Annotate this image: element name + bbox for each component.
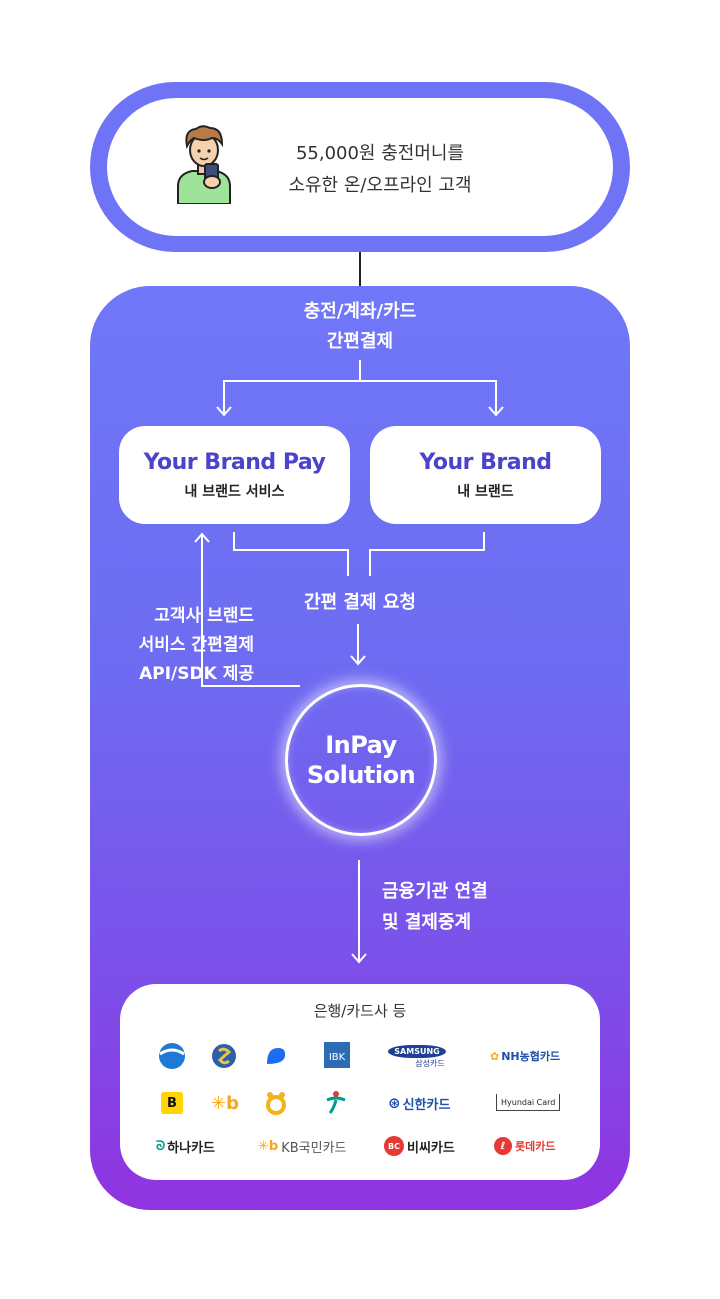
brand-pay-card: Your Brand Pay 내 브랜드 서비스: [119, 426, 350, 524]
shinhan-card-logo: ⊛신한카드: [388, 1092, 450, 1114]
nh-symbol-icon: ✿: [490, 1049, 500, 1063]
customer-line-2: 소유한 온/오프라인 고객: [288, 175, 472, 196]
brand-pay-subtitle: 내 브랜드 서비스: [184, 484, 285, 500]
banks-title: 은행/카드사 등: [313, 1002, 407, 1020]
kakaobank-logo: B: [161, 1092, 183, 1114]
banks-card: 은행/카드사 등 IBK SAMSUNG 삼성카드 ✿NH농협카드 B ✳b ⊛…: [120, 984, 600, 1180]
finance-label: 금융기관 연결 및 결제중계: [382, 876, 488, 938]
payment-methods-line-2: 간편결제: [326, 331, 394, 352]
finance-line-1: 금융기관 연결: [382, 881, 488, 902]
kdb-bank-logo-icon: [159, 1043, 185, 1069]
shinhan-card-text: 신한카드: [402, 1097, 451, 1113]
hana-card-symbol-icon: ᘐ: [156, 1138, 166, 1154]
provide-label: 고객사 브랜드 서비스 간편결제 API/SDK 제공: [100, 602, 254, 689]
request-label: 간편 결제 요청: [304, 592, 416, 613]
solution-line-2: Solution: [306, 761, 416, 789]
customer-line-1: 55,000원 충전머니를: [295, 143, 465, 164]
customer-description: 55,000원 충전머니를 소유한 온/오프라인 고객: [250, 138, 510, 202]
provide-line-3: API/SDK 제공: [139, 664, 254, 684]
samsung-card-text: 삼성카드: [415, 1059, 445, 1068]
kb-card-text: KB국민카드: [281, 1140, 347, 1156]
toss-bank-logo-icon: [267, 1048, 286, 1064]
kb-star-logo-icon: ✳b: [211, 1092, 239, 1114]
brand-subtitle: 내 브랜드: [457, 484, 514, 500]
shinhan-symbol-icon: ⊛: [388, 1094, 401, 1112]
payment-methods-line-1: 충전/계좌/카드: [303, 301, 417, 322]
bc-card-text: 비씨카드: [407, 1140, 455, 1156]
finance-line-2: 및 결제중계: [382, 912, 472, 933]
customer-avatar-icon: [177, 125, 231, 204]
lotte-card-text: 롯데카드: [515, 1140, 556, 1153]
solution-line-1: InPay: [325, 731, 397, 759]
hana-bank-logo-icon: [326, 1091, 346, 1114]
kb-card-symbol-icon: ✳b: [258, 1138, 279, 1154]
nh-card-logo: ✿NH농협카드: [490, 1046, 560, 1066]
hana-card-text: 하나카드: [167, 1140, 215, 1156]
ibk-bank-logo-icon: IBK: [324, 1042, 350, 1068]
brand-card: Your Brand 내 브랜드: [370, 426, 601, 524]
bc-symbol-icon: BC: [384, 1136, 404, 1156]
nh-card-text: NH농협카드: [501, 1050, 561, 1063]
provide-line-1: 고객사 브랜드: [154, 606, 254, 626]
hyundai-card-logo: Hyundai Card: [496, 1094, 561, 1111]
brand-title: Your Brand: [419, 450, 552, 475]
payment-methods-label: 충전/계좌/카드 간편결제: [260, 297, 460, 357]
samsung-card-logo: SAMSUNG 삼성카드: [386, 1040, 448, 1074]
brand-pay-title: Your Brand Pay: [143, 450, 326, 475]
connector-line: [359, 252, 361, 288]
samsung-wordmark: SAMSUNG: [388, 1045, 446, 1058]
woori-logo-icon: [266, 1092, 286, 1115]
inpay-solution-circle: InPay Solution: [285, 684, 437, 836]
customer-card: [107, 98, 613, 236]
shinhan-bank-logo-icon: [212, 1044, 236, 1068]
lotte-symbol-icon: ℓ: [494, 1137, 512, 1155]
provide-line-2: 서비스 간편결제: [138, 635, 254, 655]
svg-text:IBK: IBK: [329, 1052, 346, 1063]
